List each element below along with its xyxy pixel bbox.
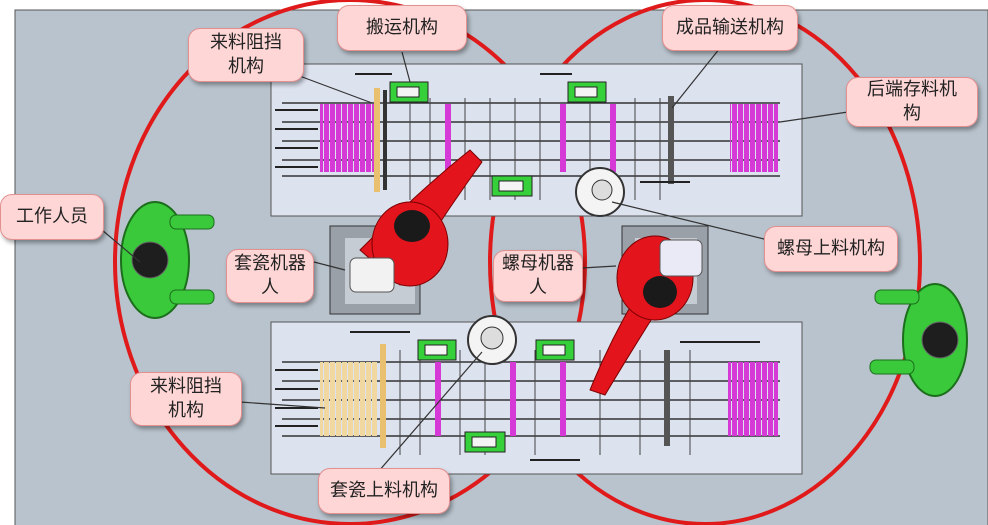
callout-product-conveyor: 成品输送机构 xyxy=(662,5,798,51)
callout-operator: 工作人员 xyxy=(0,194,104,240)
callout-rear-storage: 后端存料机 构 xyxy=(846,77,978,127)
workcell-ring-left xyxy=(113,0,587,525)
callout-porcelain-feeder: 套瓷上料机构 xyxy=(318,468,450,514)
robot-arm-icon xyxy=(329,149,483,315)
rotary-feeder-icon xyxy=(467,315,517,365)
operator-figure-icon xyxy=(120,201,215,319)
rotary-feeder-icon xyxy=(575,167,625,217)
top-table xyxy=(270,63,803,217)
callout-feed-stop-bottom: 来料阻挡 机构 xyxy=(130,372,242,426)
callout-leaders xyxy=(101,47,849,473)
callout-transfer: 搬运机构 xyxy=(337,5,467,51)
callout-nut-feeder: 螺母上料机构 xyxy=(764,226,898,272)
robot-arm-icon xyxy=(589,225,709,396)
bottom-table xyxy=(270,321,803,475)
workcell-ring-right xyxy=(488,0,922,525)
callout-feed-stop-top: 来料阻挡 机构 xyxy=(188,28,304,82)
operator-figure-icon xyxy=(869,283,968,397)
callout-nut-robot: 螺母机器 人 xyxy=(493,250,583,302)
callout-porcelain-robot: 套瓷机器 人 xyxy=(226,249,314,303)
